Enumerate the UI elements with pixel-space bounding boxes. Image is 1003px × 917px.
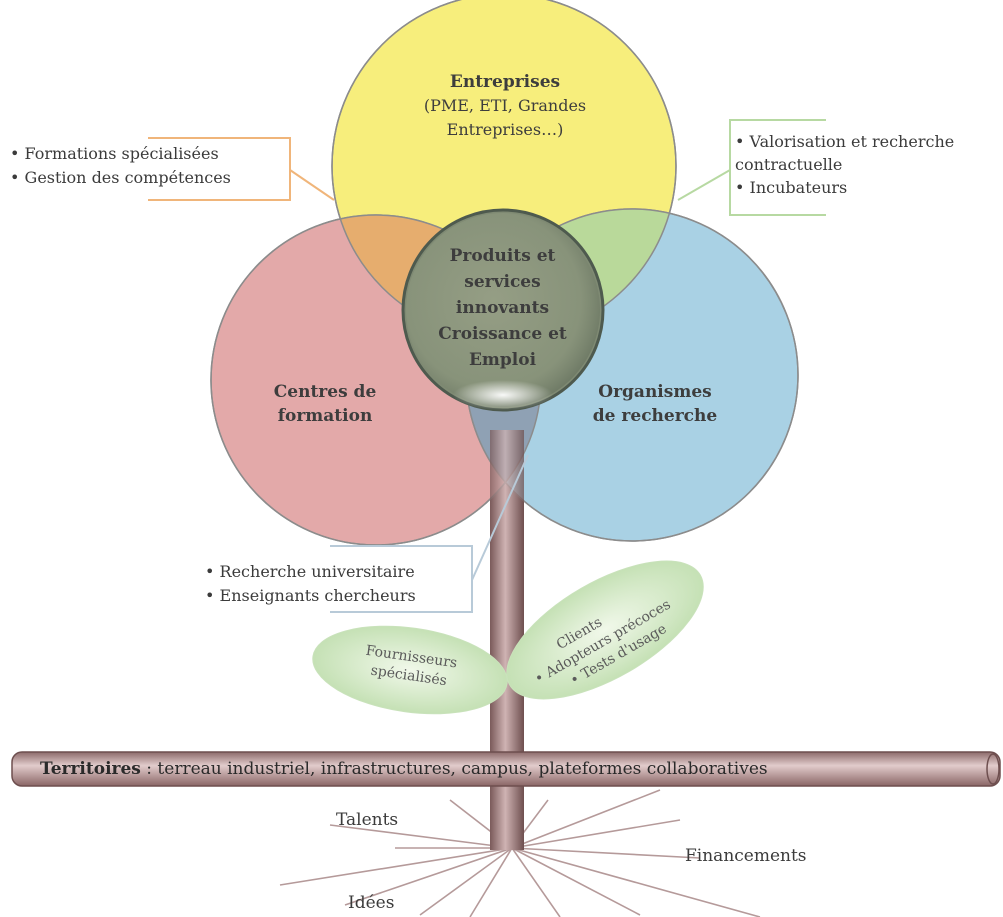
root-label-financements: Financements [685,846,807,866]
leaf-left [312,625,508,715]
callout-bottom-frame [330,454,529,613]
callout-bottom-item: Recherche universitaire [205,560,416,584]
territoires-text: Territoires : terreau industriel, infras… [40,757,768,781]
entreprises-subtitle: (PME, ETI, Grandes Entreprises…) [423,96,587,139]
leaf-right [506,560,704,700]
territoires-rest: : terreau industriel, infrastructures, c… [140,759,768,779]
callout-right-frame [677,119,826,216]
callout-right: • Valorisation et recherche contractuell… [735,130,1000,199]
callout-right-item: • Incubateurs [735,178,848,197]
callout-bottom-item: Enseignants chercheurs [205,584,416,608]
entreprises-title: Entreprises [449,72,561,92]
bubble-highlight [453,380,553,410]
territoires-bold: Territoires [40,759,141,779]
center-bubble-label: Produits et services innovants Croissanc… [438,246,567,370]
callout-bottom: Recherche universitaire Enseignants cher… [205,560,416,608]
callout-left-frame [148,137,335,201]
callout-right-item: • Valorisation et recherche contractuell… [735,132,955,174]
callout-left-item: Gestion des compétences [10,166,231,190]
callout-left-item: Formations spécialisées [10,142,231,166]
entreprises-label: Entreprises (PME, ETI, Grandes Entrepris… [400,70,610,142]
root-label-talents: Talents [336,810,399,830]
root-label-idees: Idées [348,893,395,913]
centres-formation-label: Centres de formation [273,382,377,426]
callout-left: Formations spécialisées Gestion des comp… [10,142,231,190]
ground-bar [11,751,1001,787]
organismes-recherche-label: Organismes de recherche [592,382,718,426]
